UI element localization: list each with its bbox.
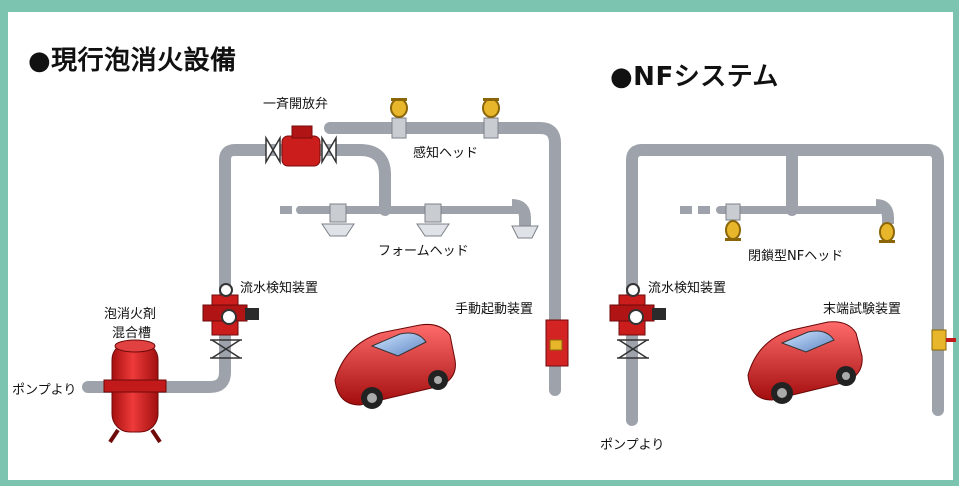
flow-detector-label: 流水検知装置	[240, 281, 319, 296]
left-branch-elbow	[511, 199, 531, 226]
deluge-valve-icon	[265, 125, 337, 167]
right-system-title: ●NFシステム	[610, 62, 779, 92]
right-branch-elbow	[875, 199, 894, 224]
foam-head-icon	[321, 203, 355, 237]
foam-tank-label-line2: 混合槽	[112, 326, 152, 341]
nf-head-icon	[725, 203, 741, 241]
right-pipes	[626, 144, 944, 426]
end-test-valve-icon	[931, 329, 956, 351]
right-pump-label: ポンプより	[600, 438, 665, 453]
left-system-title: ●現行泡消火設備	[28, 46, 237, 76]
foam-head-icon	[511, 225, 539, 239]
end-test-label: 末端試験装置	[823, 302, 902, 317]
deluge-valve-label: 一斉開放弁	[263, 97, 329, 112]
flow-detector-icon	[609, 283, 666, 359]
foam-head-label: フォームヘッド	[378, 244, 469, 259]
left-pump-label: ポンプより	[12, 383, 77, 398]
car-icon	[334, 324, 456, 409]
foam-tank-label-line1: 泡消火剤	[104, 307, 157, 322]
nf-head-icon	[879, 222, 895, 243]
nf-head-label: 閉鎖型NFヘッド	[748, 249, 844, 264]
sensor-head-icon	[482, 98, 500, 139]
sensor-head-label: 感知ヘッド	[413, 146, 479, 161]
manual-start-device-icon	[545, 319, 569, 367]
diagram-panel	[8, 12, 953, 480]
sensor-head-icon	[390, 98, 408, 139]
foam-head-icon	[416, 203, 450, 237]
car-icon	[747, 321, 863, 404]
flow-detector-icon	[202, 283, 259, 359]
left-pipes	[82, 122, 561, 396]
right-flow-detector-label: 流水検知装置	[648, 281, 727, 296]
foam-tank-icon	[103, 339, 167, 444]
manual-start-label: 手動起動装置	[455, 302, 534, 317]
